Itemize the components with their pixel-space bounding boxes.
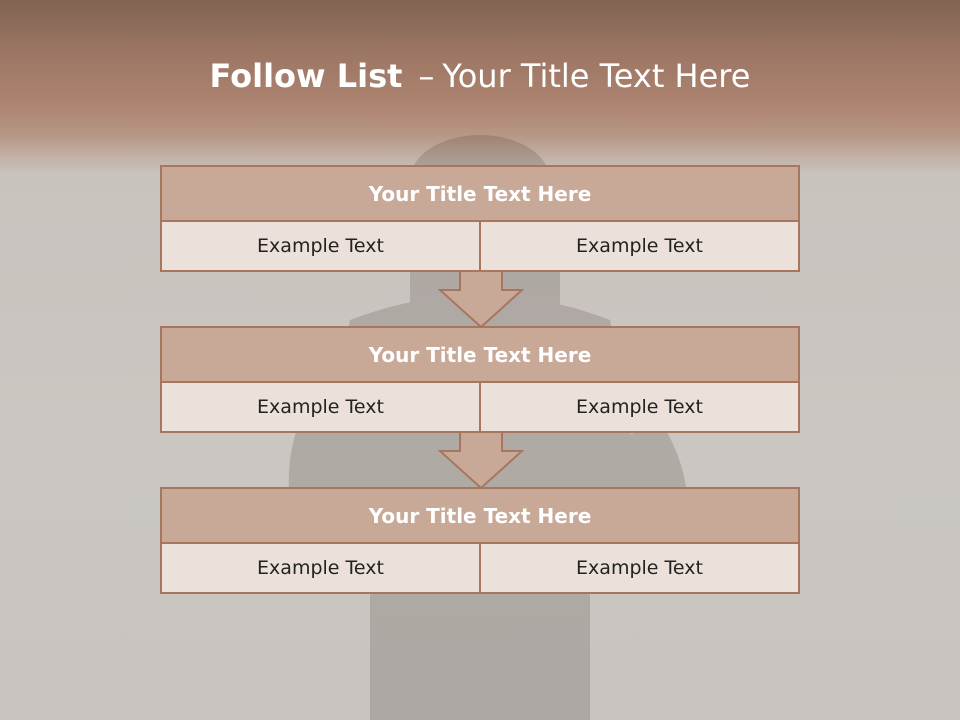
block-heading: Your Title Text Here	[160, 326, 800, 383]
block-cell-left: Example Text	[160, 383, 481, 433]
list-block-1: Your Title Text Here Example Text Exampl…	[160, 165, 800, 272]
down-arrow-icon	[438, 270, 524, 328]
block-row: Example Text Example Text	[160, 383, 800, 433]
block-cell-left: Example Text	[160, 222, 481, 272]
block-heading: Your Title Text Here	[160, 165, 800, 222]
block-cell-right: Example Text	[481, 222, 800, 272]
title-bold-part: Follow List	[209, 57, 403, 95]
block-cell-right: Example Text	[481, 544, 800, 594]
header-band	[0, 0, 960, 175]
block-cell-right: Example Text	[481, 383, 800, 433]
block-row: Example Text Example Text	[160, 544, 800, 594]
list-block-2: Your Title Text Here Example Text Exampl…	[160, 326, 800, 433]
block-row: Example Text Example Text	[160, 222, 800, 272]
title-rest-part: Your Title Text Here	[442, 57, 751, 95]
block-cell-left: Example Text	[160, 544, 481, 594]
down-arrow-icon	[438, 431, 524, 489]
title-dash: –	[418, 57, 435, 95]
block-heading: Your Title Text Here	[160, 487, 800, 544]
slide-title: Follow List–Your Title Text Here	[0, 54, 960, 98]
list-block-3: Your Title Text Here Example Text Exampl…	[160, 487, 800, 594]
